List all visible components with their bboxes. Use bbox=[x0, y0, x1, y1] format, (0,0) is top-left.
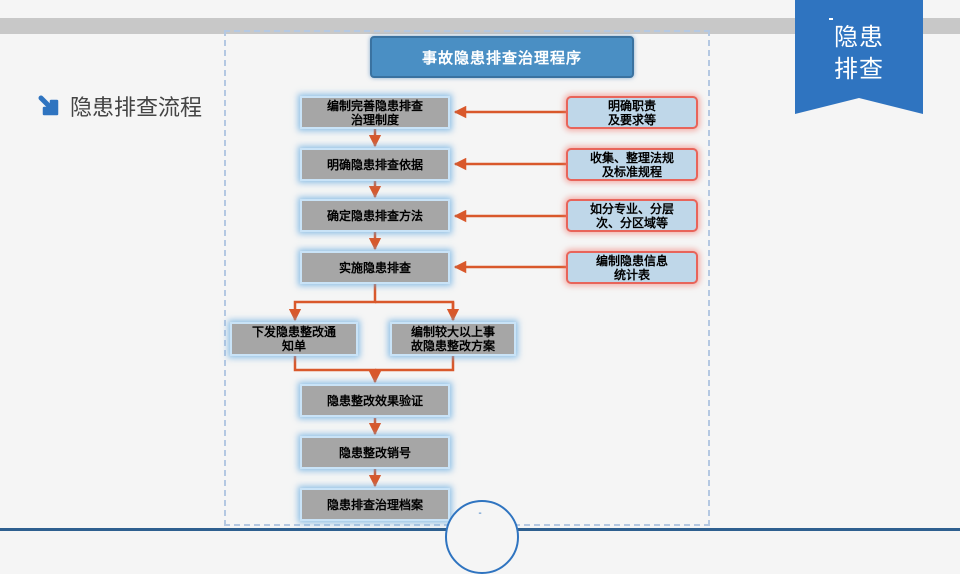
page-number: - bbox=[478, 508, 482, 519]
step-2: 明确隐患排查依据 bbox=[300, 148, 450, 181]
step-8: 隐患整改销号 bbox=[300, 436, 450, 469]
badge-text: 隐患 排查 bbox=[834, 24, 884, 83]
badge-tick bbox=[829, 18, 833, 20]
note-4: 编制隐患信息 统计表 bbox=[566, 251, 698, 284]
step-9: 隐患排查治理档案 bbox=[300, 488, 450, 521]
branch-merge bbox=[293, 356, 382, 384]
step-3: 确定隐患排查方法 bbox=[300, 199, 450, 232]
note-2: 收集、整理法规 及标准规程 bbox=[566, 148, 698, 181]
section-title-label: 隐患排查流程 bbox=[70, 95, 203, 120]
note-1: 明确职责 及要求等 bbox=[566, 96, 698, 129]
note-3: 如分专业、分层 次、分区域等 bbox=[566, 199, 698, 232]
step-1: 编制完善隐患排查 治理制度 bbox=[300, 96, 450, 129]
arrow-down-right-icon bbox=[38, 95, 59, 116]
branch-split bbox=[288, 284, 377, 322]
flow-connectors bbox=[288, 105, 566, 488]
section-title: 隐患排查流程 bbox=[38, 90, 202, 122]
step-4: 实施隐患排查 bbox=[300, 251, 450, 284]
corner-badge: 隐患 排查 bbox=[795, 0, 923, 114]
branch-merge-right bbox=[375, 356, 455, 372]
step-5: 下发隐患整改通 知单 bbox=[230, 322, 358, 356]
branch-split-right bbox=[375, 300, 455, 320]
diagram-title: 事故隐患排查治理程序 bbox=[370, 36, 634, 78]
step-6: 编制较大以上事 故隐患整改方案 bbox=[390, 322, 516, 356]
step-7: 隐患整改效果验证 bbox=[300, 384, 450, 417]
